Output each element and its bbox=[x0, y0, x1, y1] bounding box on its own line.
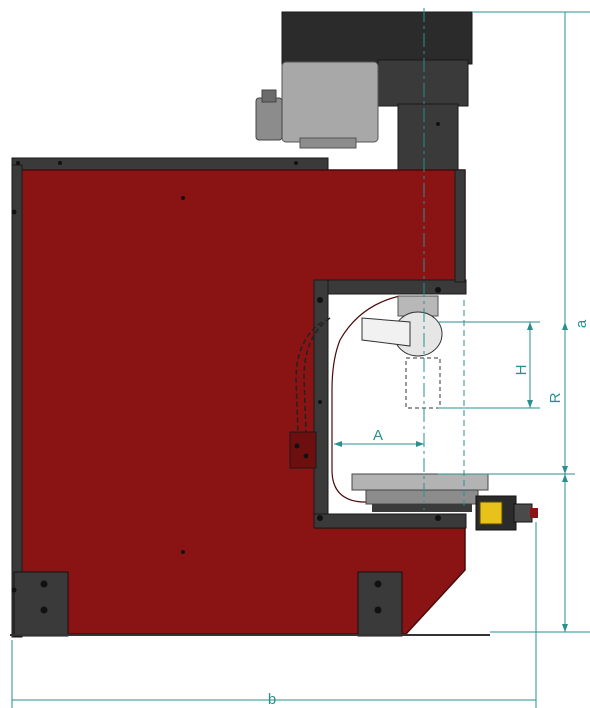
foot-left bbox=[13, 571, 69, 637]
ram-column bbox=[397, 103, 459, 175]
e-stop-button bbox=[530, 508, 538, 518]
inner-guard-bottom bbox=[313, 513, 467, 529]
floor-line bbox=[10, 634, 490, 636]
hydraulic-hose-2 bbox=[303, 317, 331, 433]
label-throat-a: A bbox=[373, 427, 383, 444]
label-opening-r: R bbox=[547, 392, 564, 403]
inner-guard-top bbox=[313, 279, 467, 295]
dimension-arrows bbox=[334, 322, 568, 632]
label-stroke-h: H bbox=[513, 365, 530, 376]
valve-port-1 bbox=[294, 443, 300, 449]
c-frame-body bbox=[19, 169, 466, 635]
servo-motor bbox=[281, 61, 379, 143]
drive-head bbox=[281, 11, 473, 65]
valve-port-2 bbox=[303, 453, 309, 459]
hydraulic-hose bbox=[295, 321, 323, 433]
throat-curve bbox=[331, 295, 470, 503]
motor-connector-plug bbox=[261, 89, 277, 103]
label-width-b: b bbox=[268, 691, 276, 708]
inner-guard-side bbox=[313, 279, 329, 529]
worktable bbox=[351, 473, 489, 491]
label-height-a: a bbox=[573, 319, 590, 328]
worktable-base bbox=[365, 489, 479, 505]
e-stop-body bbox=[513, 503, 533, 523]
ram-tool-dashed bbox=[405, 357, 441, 409]
safety-light-lens bbox=[479, 501, 503, 525]
throat-opening bbox=[330, 296, 465, 515]
frame-left-edge bbox=[11, 164, 23, 638]
bolts bbox=[11, 122, 441, 614]
motor-flange bbox=[299, 137, 357, 149]
drive-head-base bbox=[377, 59, 469, 107]
right-edge bbox=[454, 169, 466, 283]
table-support bbox=[372, 504, 472, 512]
motor-connector bbox=[255, 97, 283, 141]
punch-arm bbox=[361, 317, 411, 347]
valve-block bbox=[289, 431, 317, 469]
